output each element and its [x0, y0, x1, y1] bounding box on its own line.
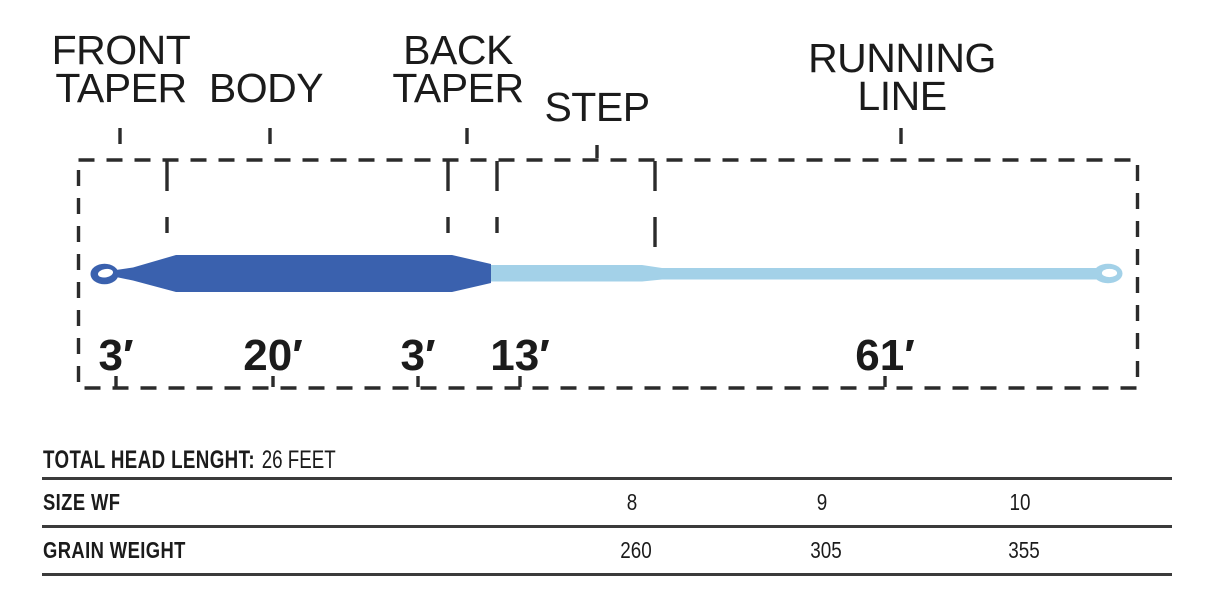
taper-diagram-canvas	[76, 128, 1140, 390]
section-label-body: BODY	[208, 65, 324, 111]
total-head-length-value: 26 FEET	[261, 446, 336, 474]
section-length-back-taper: 3′	[400, 331, 436, 380]
section-length-body: 20′	[243, 331, 303, 380]
size-wf-value-1: 8	[626, 489, 638, 515]
section-label-step: STEP	[544, 84, 650, 130]
table-rule-bottom	[42, 573, 1172, 576]
grain-weight-value-2: 305	[810, 537, 842, 563]
fly-line-head-shape	[116, 255, 491, 292]
section-label-front-taper: FRONT TAPER	[51, 27, 191, 111]
size-wf-value-2: 9	[816, 489, 828, 515]
fly-line-running-shape	[491, 265, 1102, 282]
table-row-label-grain-weight: GRAIN WEIGHT	[43, 537, 186, 563]
section-label-running-line: RUNNING LINE	[808, 35, 996, 119]
table-rule-middle	[42, 525, 1172, 528]
section-length-front-taper: 3′	[98, 331, 134, 380]
table-row-label-size-wf: SIZE WF	[43, 489, 121, 515]
section-label-back-taper: BACK TAPER	[392, 27, 524, 111]
front-welded-loop-icon	[90, 263, 119, 285]
total-head-length-label: TOTAL HEAD LENGHT:	[43, 446, 255, 474]
total-head-length: TOTAL HEAD LENGHT:26 FEET	[43, 446, 433, 475]
table-rule-top	[42, 477, 1172, 480]
grain-weight-value-3: 355	[1008, 537, 1040, 563]
section-length-running-line: 61′	[855, 331, 915, 380]
grain-weight-value-1: 260	[620, 537, 652, 563]
size-wf-value-3: 10	[1009, 489, 1031, 515]
section-length-step: 13′	[490, 331, 550, 380]
back-welded-loop-icon	[1093, 263, 1123, 284]
